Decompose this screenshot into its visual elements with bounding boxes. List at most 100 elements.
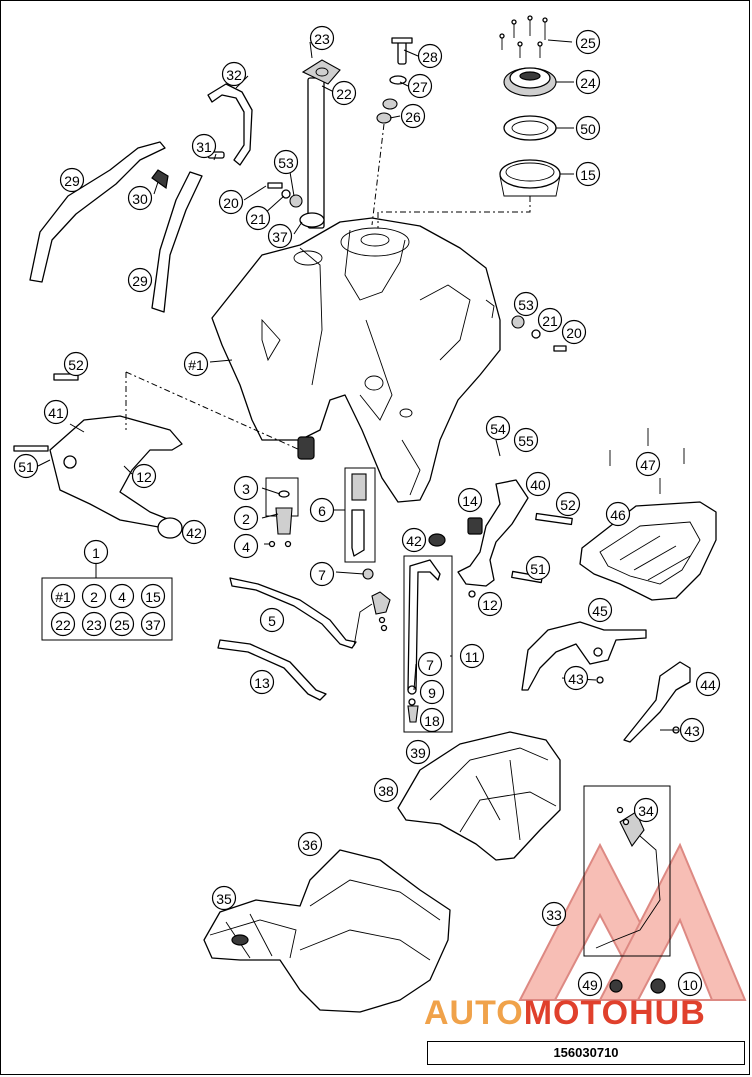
filler-pipe: [300, 59, 341, 229]
fuel-tank: [211, 217, 501, 503]
callout-c21a: 21: [245, 205, 271, 231]
kit-cell-label: 22: [55, 617, 71, 633]
kit-cell: 23: [81, 611, 107, 637]
callout-label: 46: [610, 507, 626, 523]
kit-cell-label: 2: [90, 589, 98, 605]
callout-c20a: 20: [218, 189, 244, 215]
callout-c9: 9: [419, 679, 445, 705]
callout-c3: 3: [233, 475, 259, 501]
callout-c51b: 51: [525, 555, 551, 581]
cap-screws: [499, 15, 548, 58]
callout-label: 33: [546, 907, 562, 923]
kit-cell-label: 23: [86, 617, 102, 633]
callout-label: 27: [412, 79, 428, 95]
callout-label: 36: [302, 837, 318, 853]
kit-cell-label: 25: [114, 617, 130, 633]
callout-c11: 11: [459, 643, 485, 669]
kit-cell: 15: [140, 583, 166, 609]
callout-label: 34: [638, 803, 654, 819]
callout-label: 18: [424, 713, 440, 729]
screw-stack: [371, 37, 413, 226]
watermark-moto: MOTO: [523, 994, 630, 1032]
callout-c5: 5: [259, 607, 285, 633]
callout-label: 29: [64, 173, 80, 189]
callout-label: 22: [336, 86, 352, 102]
callout-label: 41: [48, 405, 64, 421]
callout-label: 12: [136, 469, 152, 485]
callout-label: 24: [580, 75, 596, 91]
callout-c34: 34: [633, 797, 659, 823]
callout-c50: 50: [575, 115, 601, 141]
fuel-lines: [217, 577, 391, 701]
callout-label: 7: [426, 657, 434, 673]
callout-label: 39: [410, 745, 426, 761]
callout-c43a: 43: [563, 665, 589, 691]
callout-c10: 10: [677, 971, 703, 997]
callout-label: 47: [640, 457, 656, 473]
callout-label: #1: [188, 357, 204, 373]
kit-cell: 25: [109, 611, 135, 637]
kit-cell: 37: [140, 611, 166, 637]
callout-c53b: 53: [513, 291, 539, 317]
callout-label: 20: [566, 325, 582, 341]
callout-label: 15: [580, 167, 596, 183]
callout-label: 38: [378, 783, 394, 799]
callout-label: 7: [318, 567, 326, 583]
callout-c31: 31: [191, 133, 217, 159]
callout-c6: 6: [309, 497, 335, 523]
callout-c49: 49: [577, 971, 603, 997]
callout-c29a: 29: [59, 167, 85, 193]
callout-label: 10: [682, 977, 698, 993]
callout-label: 6: [318, 503, 326, 519]
kit-table-cells: #1 2 4 15 22 23 25 37: [50, 583, 166, 637]
filler-cap-assembly: [377, 15, 561, 228]
callout-label: 43: [568, 671, 584, 687]
callout-c15: 15: [575, 161, 601, 187]
kit-cell-label: 15: [145, 589, 161, 605]
watermark-auto: AUTO: [424, 994, 524, 1032]
callout-c30: 30: [127, 185, 153, 211]
fuel-tap: [265, 467, 376, 580]
callout-c41: 41: [43, 399, 69, 425]
kit-cell: 22: [50, 611, 76, 637]
mounting-bracket: [457, 479, 573, 598]
callout-c52b: 52: [555, 491, 581, 517]
callout-label: 9: [428, 685, 436, 701]
callout-c14: 14: [457, 487, 483, 513]
callout-label: 42: [406, 533, 422, 549]
callout-label: 4: [242, 539, 250, 555]
kit-cell-label: 4: [118, 589, 126, 605]
callout-label: 52: [68, 357, 84, 373]
callout-c33: 33: [541, 901, 567, 927]
callout-c47: 47: [635, 451, 661, 477]
drawing-number: 156030710: [553, 1045, 619, 1060]
callout-label: 5: [268, 613, 276, 629]
watermark-logo: [518, 842, 747, 1001]
callout-label: 37: [272, 229, 288, 245]
kit-contents-table: [41, 562, 173, 641]
kit-cell: 2: [81, 583, 107, 609]
callout-label: 29: [132, 273, 148, 289]
callout-label: 52: [560, 497, 576, 513]
callout-c54: 54: [485, 415, 511, 441]
callout-c22a: 22: [331, 80, 357, 106]
callout-label: 40: [530, 477, 546, 493]
kit-cell: #1: [50, 583, 76, 609]
kit-cell: 4: [109, 583, 135, 609]
callout-c35: 35: [211, 885, 237, 911]
callout-c51a: 51: [13, 453, 39, 479]
callout-c18: 18: [419, 707, 445, 733]
passenger-seat: [397, 731, 561, 861]
callout-c7b: 7: [417, 651, 443, 677]
kit-cell-label: #1: [55, 589, 71, 605]
callout-label: 23: [314, 31, 330, 47]
callout-label: 51: [530, 561, 546, 577]
callout-label: 45: [592, 603, 608, 619]
watermark-hub: HUB: [629, 994, 706, 1032]
callout-c23: 23: [309, 25, 335, 51]
callout-label: 13: [254, 675, 270, 691]
watermark-wordmark: AUTOMOTOHUB: [424, 996, 706, 1030]
callout-c55: 55: [513, 427, 539, 453]
